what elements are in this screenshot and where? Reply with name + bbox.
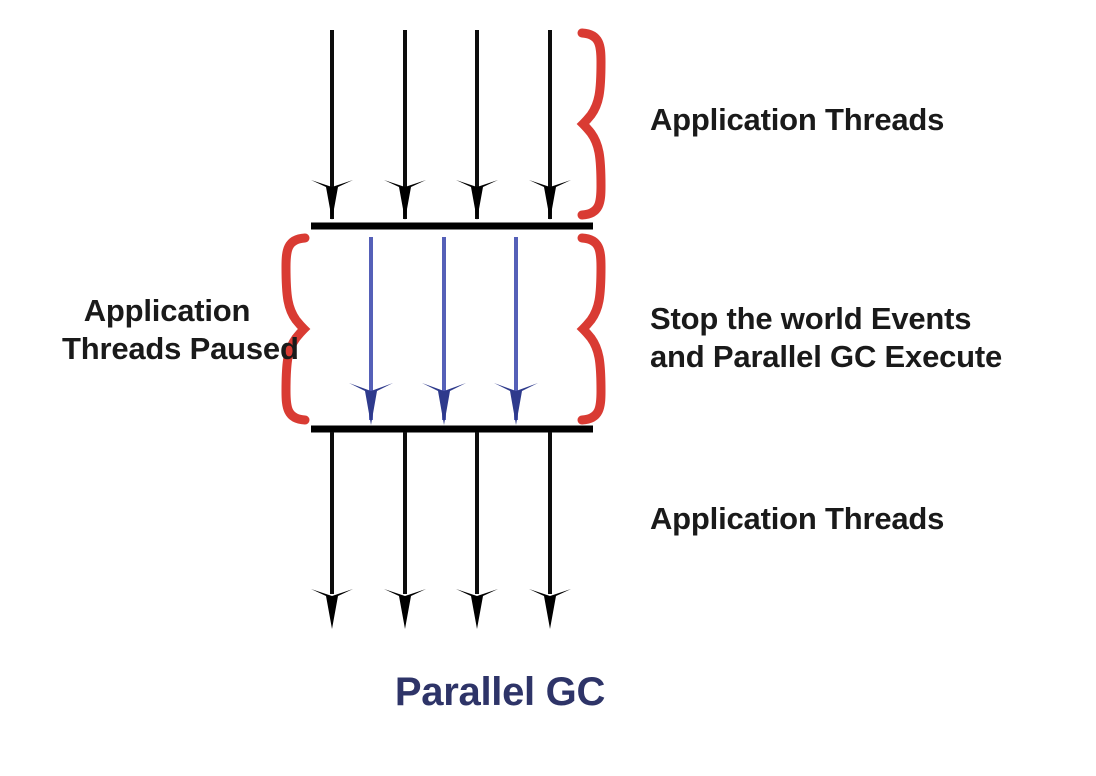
arrow-down-icon xyxy=(349,237,393,425)
arrow-down-icon xyxy=(456,432,498,629)
label-stop-the-world-line2: and Parallel GC Execute xyxy=(650,338,1003,374)
label-paused-line2: Threads Paused xyxy=(62,330,299,366)
application-threads-bottom-group xyxy=(311,432,571,629)
arrow-down-icon xyxy=(494,237,538,425)
arrow-down-icon xyxy=(384,432,426,629)
arrow-down-icon xyxy=(456,30,498,220)
curly-brace-right-icon xyxy=(576,28,606,220)
arrow-down-icon xyxy=(311,30,353,220)
arrow-down-icon xyxy=(311,432,353,629)
arrow-down-icon xyxy=(529,432,571,629)
curly-brace-right-icon xyxy=(576,233,606,425)
label-application-threads-top: Application Threads xyxy=(650,102,945,137)
arrow-down-icon xyxy=(422,237,466,425)
application-threads-top-group xyxy=(311,30,571,220)
label-paused-line1: Application xyxy=(83,293,251,328)
diagram-title: Parallel GC xyxy=(394,670,606,714)
gc-threads-group xyxy=(349,237,538,425)
arrow-down-icon xyxy=(529,30,571,220)
label-application-threads-bottom: Application Threads xyxy=(650,501,945,536)
arrow-down-icon xyxy=(384,30,426,220)
curly-brace-left-icon xyxy=(281,233,311,425)
label-stop-the-world-line1: Stop the world Events xyxy=(650,301,972,336)
